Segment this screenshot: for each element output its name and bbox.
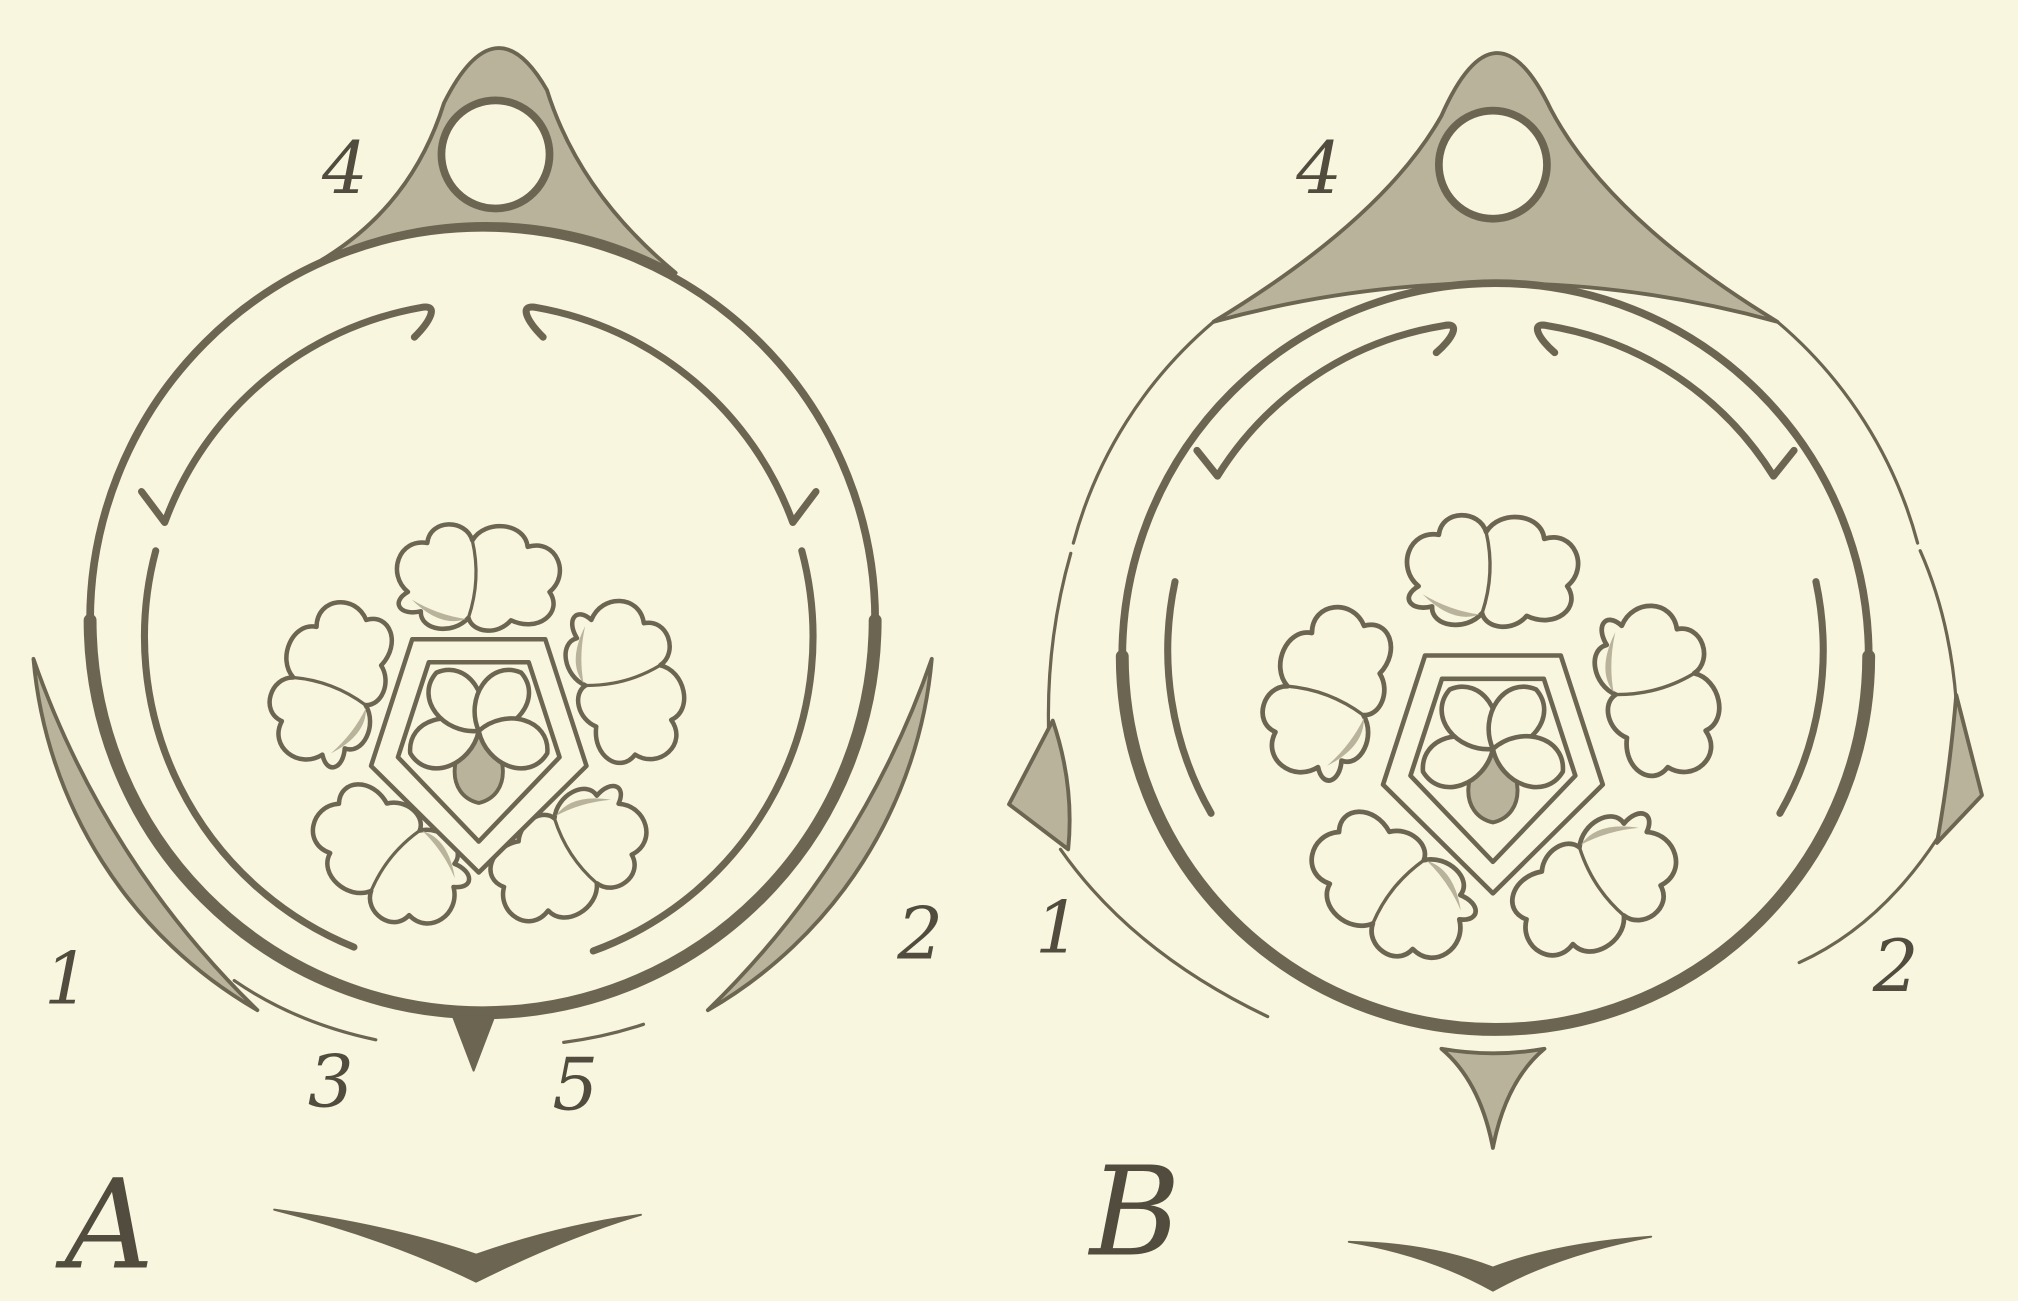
sepal-outline-right-lower [1920, 551, 1956, 702]
petal-arc-lower-right [1780, 582, 1823, 814]
bract-tip [1441, 1049, 1544, 1148]
label-sepal-1: 1 [1035, 885, 1081, 969]
petal-arc-upper-left [1197, 325, 1454, 476]
petal-arc-upper-right [1537, 325, 1794, 476]
figure-letter: A [55, 1154, 154, 1298]
anther-right [1580, 593, 1739, 790]
petal-arc-upper-right [526, 307, 816, 522]
anther-top [397, 524, 560, 630]
label-sepal-2: 2 [896, 892, 943, 976]
axis-circle [441, 100, 549, 208]
label-sepal-3: 3 [308, 1040, 354, 1124]
label-sepal-2: 2 [1872, 924, 1919, 1008]
petal-arc-upper-left [142, 307, 432, 522]
figure-letter: B [1088, 1141, 1181, 1285]
label-sepal-5: 5 [552, 1042, 598, 1126]
sepal-outline-left-lower [1048, 553, 1070, 740]
subtending-bract-mark [274, 1210, 641, 1282]
label-sepal-4: 4 [321, 126, 368, 210]
label-sepal-4: 4 [1295, 126, 1342, 210]
label-sepal-1: 1 [44, 937, 90, 1021]
bract-tip [453, 1017, 494, 1071]
floral-diagram-b: 4 1 2 B [1009, 53, 1982, 1291]
petal-arc-lower-left [1168, 582, 1211, 814]
floral-diagram-a: 4 1 2 3 5 A [33, 48, 943, 1297]
anther-left [1247, 594, 1406, 791]
sepal-2 [1937, 695, 1982, 843]
axis-circle [1439, 111, 1547, 219]
sepal-1 [1009, 721, 1070, 850]
anther-top [1407, 515, 1578, 627]
subtending-bract-mark [1349, 1237, 1651, 1291]
sepal-5 [564, 1024, 644, 1042]
